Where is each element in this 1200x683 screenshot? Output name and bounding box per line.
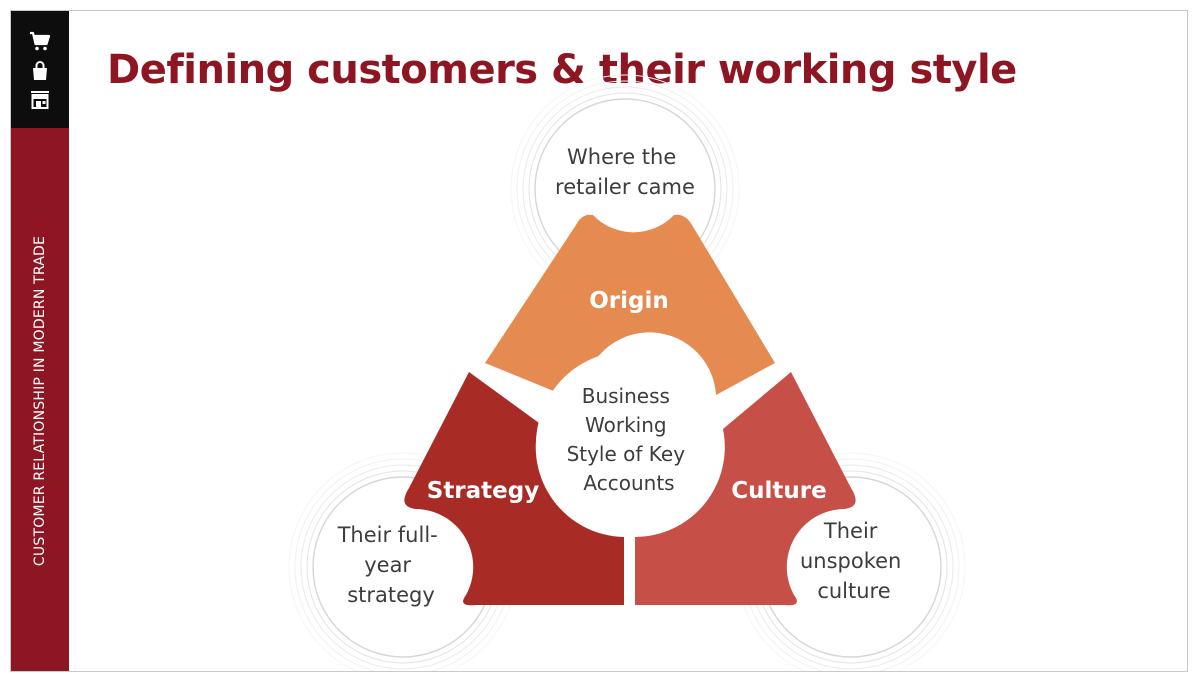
cart-icon (30, 31, 51, 51)
segment-origin (485, 214, 775, 403)
culture-description: Their unspoken culture (800, 519, 908, 603)
shopping-bag-icon (33, 61, 47, 80)
center-line-4: Accounts (583, 471, 674, 495)
center-line-1: Business (582, 384, 670, 408)
segment-culture (635, 372, 856, 606)
center-line-3: Style of Key (567, 442, 686, 466)
slide: CUSTOMER RELATIONSHIP IN MODERN TRADE De… (10, 10, 1188, 672)
origin-description-line-1: Where the (567, 145, 676, 169)
slide-title: Defining customers & their working style (107, 47, 1017, 93)
origin-description-line-2: retailer came (555, 175, 695, 199)
center-text: Business Working Style of Key Accounts (567, 384, 692, 495)
segment-label-origin: Origin (589, 288, 669, 314)
segment-label-strategy: Strategy (427, 478, 539, 504)
sidebar-caption-panel (11, 128, 69, 671)
segment-label-culture: Culture (731, 478, 826, 504)
store-icon (31, 91, 49, 109)
segment-strategy (404, 372, 624, 606)
strategy-description-line-2: year (364, 553, 411, 577)
strategy-description-line-3: strategy (347, 583, 435, 607)
origin-description: Where the retailer came (555, 145, 695, 199)
culture-description-line-1: Their (823, 519, 878, 543)
strategy-description-line-1: Their full- (337, 523, 438, 547)
culture-description-line-3: culture (817, 579, 890, 603)
working-style-diagram: Origin Strategy Culture Business Working… (288, 74, 966, 671)
strategy-description: Their full- year strategy (337, 523, 445, 607)
sidebar-icon-panel (11, 11, 69, 128)
center-line-2: Working (585, 413, 667, 437)
culture-description-line-2: unspoken (800, 549, 901, 573)
center-circle (536, 351, 722, 537)
